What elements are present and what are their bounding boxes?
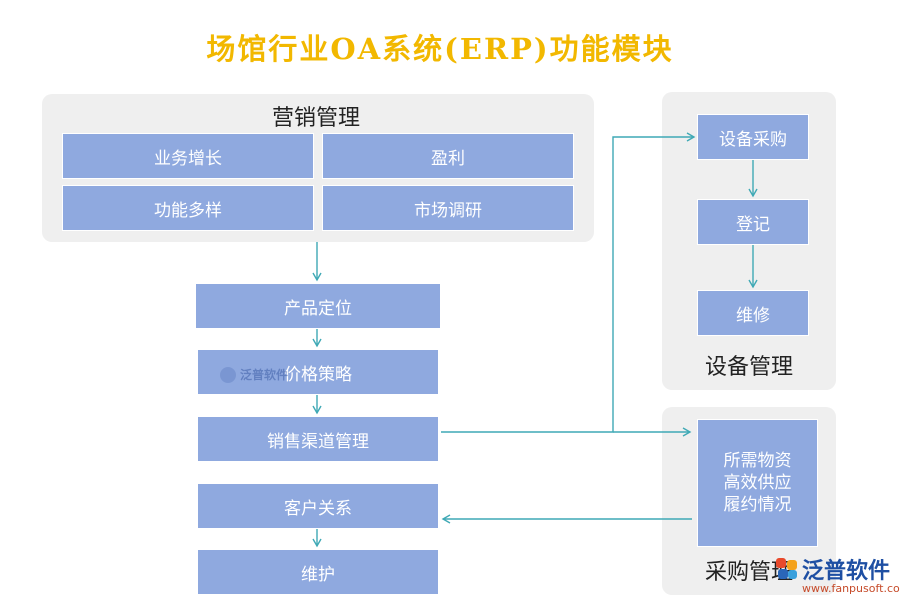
equipment-item-purchase: 设备采购 — [697, 114, 809, 160]
marketing-panel-label: 营销管理 — [272, 106, 361, 131]
marketing-item-market-research: 市场调研 — [322, 185, 574, 231]
equipment-item-repair: 维修 — [697, 290, 809, 336]
procurement-line-materials: 所需物资 — [723, 451, 792, 471]
watermark-logo: 泛普软件 — [220, 366, 288, 383]
equipment-panel-label: 设备管理 — [705, 355, 794, 380]
flow-step-product-positioning: 产品定位 — [195, 283, 441, 329]
brand-name: 泛普软件 — [802, 559, 891, 584]
marketing-item-growth: 业务增长 — [62, 133, 314, 179]
brand-logo: 泛普软件 — [776, 553, 890, 585]
marketing-item-profit: 盈利 — [322, 133, 574, 179]
flow-step-customer-relations: 客户关系 — [197, 483, 439, 529]
procurement-line-supply: 高效供应 — [723, 473, 792, 493]
flow-step-pricing-strategy: 价格策略 — [197, 349, 439, 395]
brand-url: www.fanpusoft.com — [802, 582, 900, 595]
watermark-text: 泛普软件 — [240, 368, 289, 382]
flow-step-maintenance: 维护 — [197, 549, 439, 595]
flow-step-sales-channel: 销售渠道管理 — [197, 416, 439, 462]
marketing-item-diverse-functions: 功能多样 — [62, 185, 314, 231]
brand-logo-icon — [776, 558, 798, 580]
procurement-requirements-box: 所需物资 高效供应 履约情况 — [697, 419, 818, 547]
equipment-item-registration: 登记 — [697, 199, 809, 245]
diagram-title: 场馆行业OA系统(ERP)功能模块 — [206, 32, 674, 66]
arrow-channel-to-equipment — [441, 132, 696, 433]
procurement-line-fulfillment: 履约情况 — [723, 495, 792, 515]
watermark-icon — [220, 366, 236, 383]
